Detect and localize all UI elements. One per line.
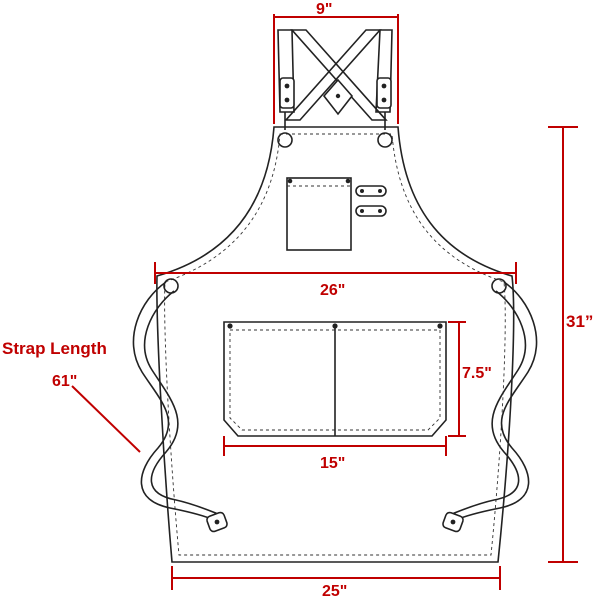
right-strap-tab: [376, 77, 392, 109]
pen-loop-bottom: [355, 205, 387, 217]
waist-straps: [132, 278, 538, 533]
left-strap-end-rivet: [214, 519, 220, 525]
front-pocket-rivet-middle: [332, 323, 338, 329]
strap-leader-line: [71, 385, 141, 453]
right-waist-strap: [455, 281, 538, 521]
top-width-label: 9": [316, 1, 332, 18]
pocket-width-dimension: [223, 436, 447, 456]
pen-loop-top: [355, 185, 387, 197]
pocket-width-label: 15": [320, 455, 345, 472]
apron-stitching: [164, 133, 506, 556]
left-waist-strap-edge: [143, 290, 219, 515]
pen-loop-bottom-rivet-right: [378, 209, 382, 213]
right-tab-rivet-bottom: [381, 97, 387, 103]
pocket-height-dimension: [448, 321, 466, 437]
left-waist-strap: [132, 281, 215, 521]
strap-length-title: Strap Length: [2, 339, 107, 358]
top-width-dimension: [273, 14, 399, 124]
front-pocket: [223, 321, 447, 437]
chest-pocket-rivet-left: [287, 178, 293, 184]
pocket-height-label: 7.5": [462, 365, 492, 382]
left-tab-rivet-bottom: [284, 97, 290, 103]
pen-loop-top-rivet-left: [360, 189, 364, 193]
cross-patch-rivet: [335, 93, 341, 99]
height-dimension: [548, 126, 578, 563]
height-label: 31”: [566, 312, 593, 331]
chest-pocket-rivet-right: [345, 178, 351, 184]
front-pocket-stitch: [229, 329, 441, 431]
bottom-width-dimension: [171, 566, 501, 590]
chest-pocket-outline: [286, 177, 352, 251]
left-tab-rivet-top: [284, 83, 290, 89]
right-neck-ring: [377, 132, 393, 148]
pen-loop-top-rivet-right: [378, 189, 382, 193]
chest-pocket: [286, 177, 352, 251]
left-neck-ring: [277, 132, 293, 148]
apron-body: [156, 126, 515, 563]
right-strap-end-rivet: [450, 519, 456, 525]
cross-strap-b: [284, 29, 382, 121]
right-waist-strap-edge: [451, 290, 527, 515]
chest-width-label: 26": [320, 282, 345, 299]
chest-width-dimension: [154, 262, 517, 284]
front-pocket-rivet-right: [437, 323, 443, 329]
left-strap-tab: [279, 77, 295, 109]
dimension-lines: [71, 14, 578, 590]
front-pocket-rivet-left: [227, 323, 233, 329]
apron-outline: [156, 126, 515, 563]
right-tab-rivet-top: [381, 83, 387, 89]
front-pocket-outline: [223, 321, 447, 437]
neck-straps: [277, 29, 393, 148]
pen-loop-bottom-rivet-left: [360, 209, 364, 213]
left-waist-ring: [163, 278, 179, 294]
pen-loops: [355, 185, 387, 217]
bottom-width-label: 25": [322, 583, 347, 600]
strap-length-label: 61": [52, 373, 77, 390]
